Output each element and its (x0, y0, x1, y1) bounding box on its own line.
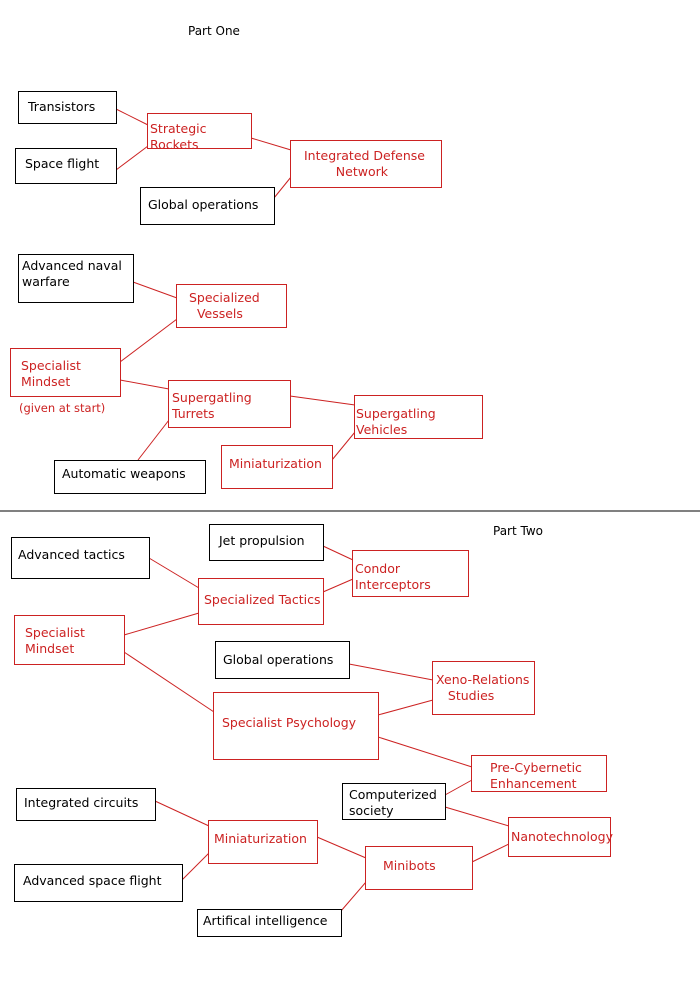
node-label: Jet propulsion (219, 533, 305, 548)
node-integrated-circuits: Integrated circuits (16, 788, 156, 821)
node-specialist-mindset-start: Specialist Mindset (10, 348, 121, 397)
node-label: Specialist Psychology (222, 715, 357, 730)
node-label: Nanotechnology (511, 829, 613, 844)
node-label: Specialized Tactics (204, 592, 321, 607)
node-label: Integrated circuits (24, 795, 139, 810)
link-automatic-weapons-turrets (137, 419, 170, 461)
node-global-operations-2: Global operations (215, 641, 350, 679)
link-specialized-tactics-condor (322, 578, 354, 593)
node-label: Advanced space flight (23, 873, 162, 888)
node-label: Artifical intelligence (203, 913, 328, 928)
node-label: Computerized society (349, 787, 437, 818)
node-label: Specialist Mindset (21, 358, 81, 389)
node-label: Integrated Defense Network (304, 148, 425, 179)
node-label: Xeno-Relations Studies (436, 672, 530, 703)
node-label: Miniaturization (214, 831, 307, 846)
node-supergatling-vehicles: Supergatling Vehicles (354, 395, 483, 439)
node-label: Strategic Rockets (150, 121, 207, 152)
node-label: Miniaturization (229, 456, 322, 471)
link-advanced-tactics-specialized-tactics (148, 557, 200, 589)
node-transistors: Transistors (18, 91, 117, 124)
link-space-flight-strategic-rockets (115, 145, 149, 171)
node-artifical-intelligence: Artifical intelligence (197, 909, 342, 937)
link-jet-propulsion-condor (322, 545, 354, 561)
node-pre-cybernetic-enhancement: Pre-Cybernetic Enhancement (471, 755, 607, 792)
link-integrated-circuits-miniaturization (154, 800, 210, 827)
given-at-start-note: (given at start) (19, 401, 106, 415)
node-label: Specialized Vessels (189, 290, 260, 321)
link-miniaturization-vehicles (331, 431, 356, 461)
node-integrated-defense-network: Integrated Defense Network (290, 140, 442, 188)
node-strategic-rockets: Strategic Rockets (147, 113, 252, 152)
node-label: Global operations (223, 652, 334, 667)
node-specialist-mindset: Specialist Mindset (14, 615, 125, 665)
node-advanced-space-flight: Advanced space flight (14, 864, 183, 902)
node-label: Transistors (28, 99, 96, 114)
link-psychology-pre-cybernetic (377, 736, 473, 768)
node-supergatling-turrets: Supergatling Turrets (168, 380, 291, 428)
node-computerized-society: Computerized society (342, 783, 446, 820)
node-specialized-vessels: Specialized Vessels (176, 284, 287, 328)
node-advanced-tactics: Advanced tactics (11, 537, 150, 579)
node-automatic-weapons: Automatic weapons (54, 460, 206, 494)
part-two-heading: Part Two (493, 524, 544, 538)
link-mindset-specialist-psychology (123, 651, 215, 713)
link-mindset-specialized-tactics (123, 612, 200, 636)
link-transistors-strategic-rockets (115, 108, 149, 126)
node-label: Supergatling Turrets (172, 390, 252, 421)
link-computerized-pre-cybernetic (444, 779, 473, 796)
link-turrets-supergatling-vehicles (289, 395, 356, 406)
link-strategic-rockets-integrated-defense (250, 137, 292, 151)
node-label: Automatic weapons (62, 466, 186, 481)
link-miniaturization-minibots (316, 836, 367, 859)
link-global-ops-xeno-relations (348, 663, 434, 681)
link-naval-specialized-vessels (132, 281, 178, 299)
node-label: Supergatling Vehicles (356, 406, 436, 437)
node-label: Global operations (148, 197, 259, 212)
node-global-operations: Global operations (140, 187, 275, 225)
node-specialist-psychology: Specialist Psychology (213, 692, 379, 760)
node-condor-interceptors: Condor Interceptors (352, 550, 469, 597)
link-mindset-specialized-vessels (119, 318, 178, 363)
link-advanced-space-flight-miniaturization (181, 852, 210, 881)
node-label: Condor Interceptors (355, 561, 431, 592)
node-miniaturization-2: Miniaturization (208, 820, 318, 864)
node-jet-propulsion: Jet propulsion (209, 524, 324, 561)
node-label: Pre-Cybernetic Enhancement (490, 760, 582, 791)
link-artifical-intelligence-minibots (340, 881, 367, 912)
node-xeno-relations-studies: Xeno-Relations Studies (432, 661, 535, 715)
node-label: Minibots (383, 858, 436, 873)
node-minibots: Minibots (365, 846, 473, 890)
node-miniaturization: Miniaturization (221, 445, 333, 489)
node-space-flight: Space flight (15, 148, 117, 184)
link-global-ops-integrated-defense (273, 176, 292, 199)
node-label: Advanced tactics (18, 547, 125, 562)
part-one-heading: Part One (188, 24, 240, 38)
node-label: Advanced naval warfare (22, 258, 122, 289)
node-nanotechnology: Nanotechnology (508, 817, 613, 857)
link-computerized-nanotechnology (444, 806, 510, 827)
node-specialized-tactics: Specialized Tactics (198, 578, 324, 625)
node-label: Specialist Mindset (25, 625, 85, 656)
node-advanced-naval-warfare: Advanced naval warfare (18, 254, 134, 303)
link-psychology-xeno-relations (377, 699, 434, 716)
link-minibots-nanotechnology (471, 843, 510, 863)
link-mindset-supergatling-turrets (119, 379, 170, 390)
node-label: Space flight (25, 156, 100, 171)
